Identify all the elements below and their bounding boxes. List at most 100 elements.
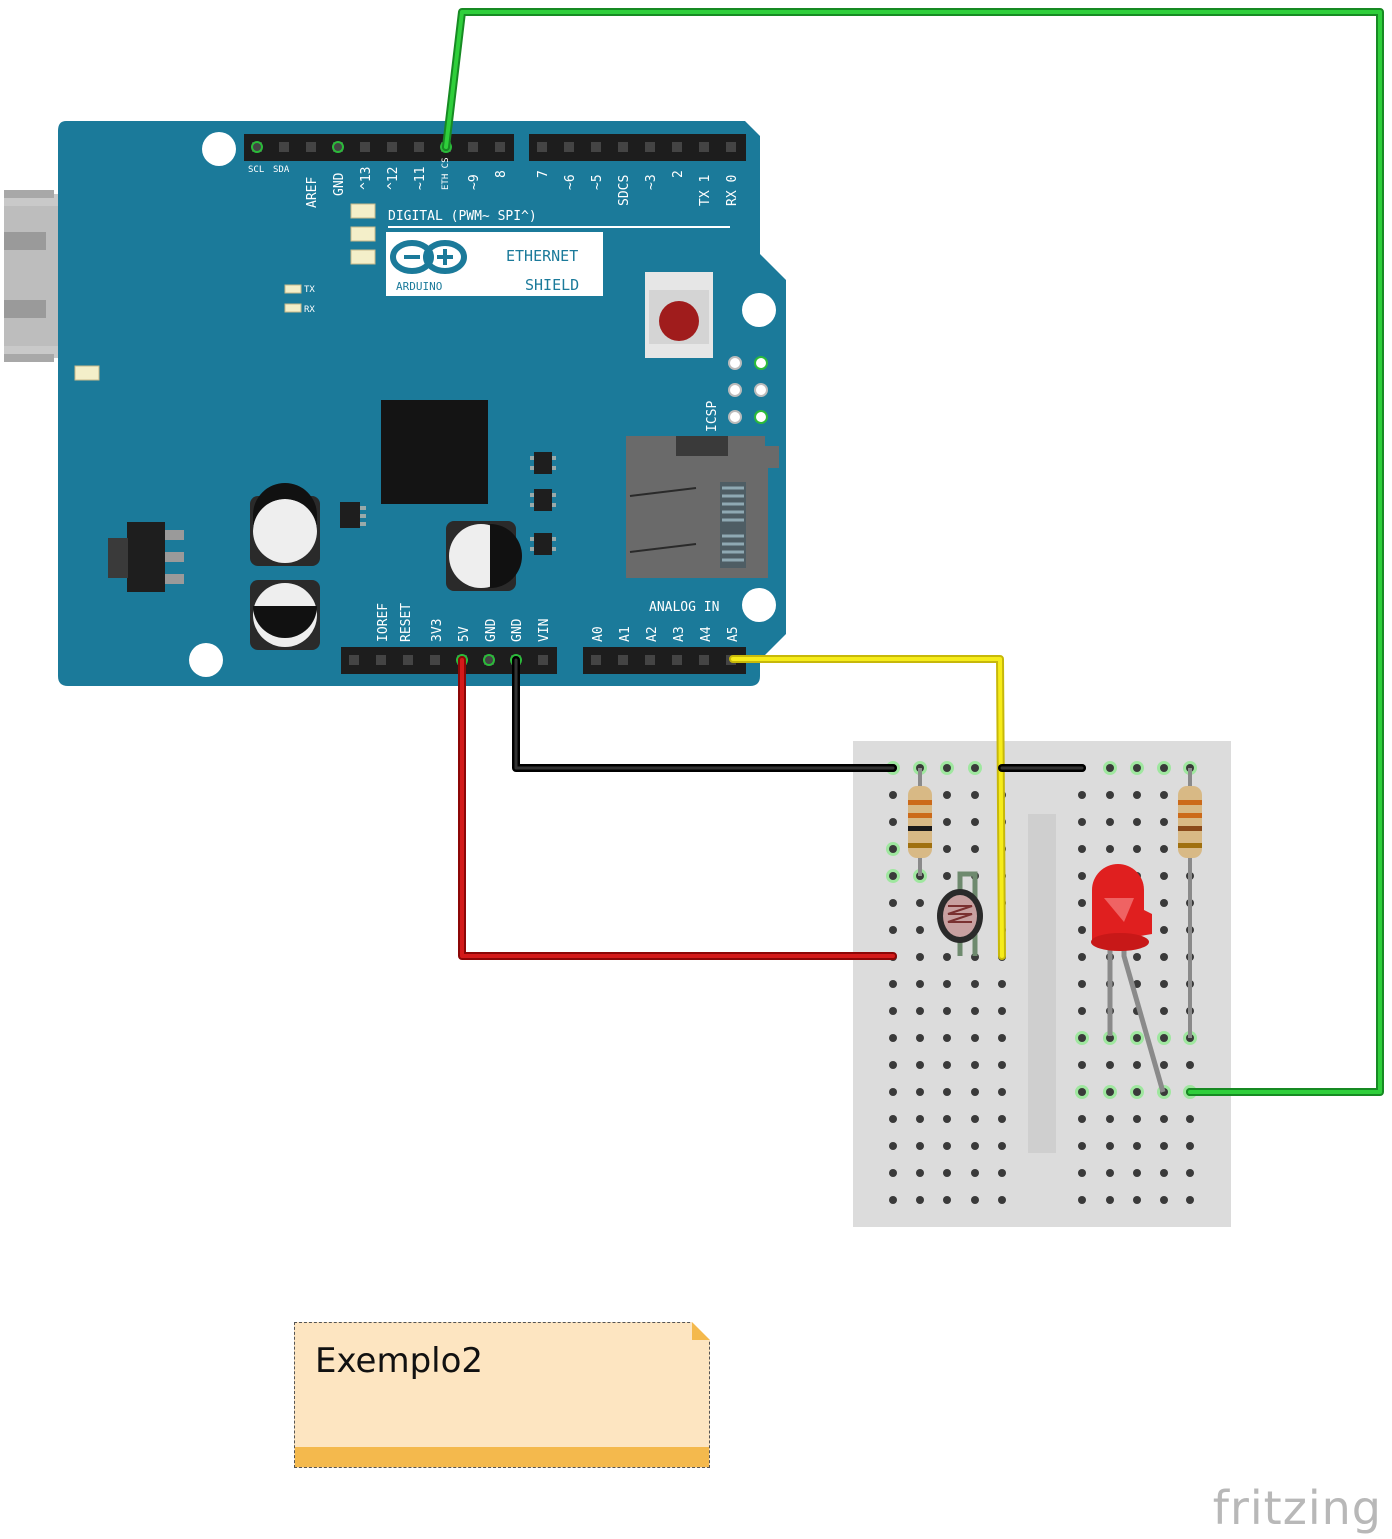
- breadboard-hole: [943, 845, 951, 853]
- breadboard-hole: [971, 1088, 979, 1096]
- breadboard-hole: [971, 845, 979, 853]
- breadboard-hole: [889, 1061, 897, 1069]
- breadboard-hole: [943, 1169, 951, 1177]
- breadboard-hole: [1078, 791, 1086, 799]
- breadboard-hole: [998, 1142, 1006, 1150]
- breadboard-hole: [971, 1169, 979, 1177]
- breadboard-hole: [943, 791, 951, 799]
- pin-label-a3: A3: [672, 626, 687, 642]
- top-header: [244, 134, 746, 161]
- breadboard-hole: [889, 980, 897, 988]
- breadboard-hole: [1078, 872, 1086, 880]
- resistor-left: [908, 768, 932, 876]
- digital-label: DIGITAL (PWM~ SPI^): [388, 209, 537, 224]
- pin-label-vin: VIN: [537, 619, 552, 642]
- breadboard-hole: [889, 1115, 897, 1123]
- breadboard-hole: [889, 1088, 897, 1096]
- breadboard-hole: [1106, 1061, 1114, 1069]
- sticky-note[interactable]: Exemplo2: [294, 1322, 710, 1468]
- photoresistor: [937, 871, 983, 956]
- pin-label-3v3: 3V3: [430, 619, 445, 642]
- breadboard-hole: [971, 1196, 979, 1204]
- mount-hole: [202, 132, 236, 166]
- pin-label-gnd-2: GND: [510, 618, 525, 642]
- breadboard-hole: [1160, 818, 1168, 826]
- breadboard-hole: [971, 818, 979, 826]
- analog-in-label: ANALOG IN: [649, 600, 719, 615]
- breadboard-hole: [916, 1115, 924, 1123]
- pin-label-scl: SCL: [248, 165, 264, 175]
- fritzing-logo: fritzing: [1212, 1481, 1382, 1535]
- breadboard-hole: [1133, 791, 1141, 799]
- breadboard-hole: [889, 1169, 897, 1177]
- pin-label-sda: SDA: [273, 165, 290, 175]
- breadboard-hole: [1078, 1142, 1086, 1150]
- breadboard-hole: [916, 953, 924, 961]
- breadboard-hole: [1160, 872, 1168, 880]
- breadboard-hole: [1133, 1115, 1141, 1123]
- breadboard-hole: [943, 1088, 951, 1096]
- breadboard-hole: [889, 1007, 897, 1015]
- capacitors: [250, 483, 522, 650]
- pin-label-7: 7: [536, 170, 551, 178]
- breadboard-hole: [1078, 1088, 1086, 1096]
- breadboard-hole: [998, 1196, 1006, 1204]
- breadboard-hole: [998, 1061, 1006, 1069]
- breadboard-hole: [889, 872, 897, 880]
- status-leds: [74, 203, 376, 381]
- breadboard-hole: [889, 899, 897, 907]
- breadboard-hole: [916, 899, 924, 907]
- pin-label-a4: A4: [699, 626, 714, 642]
- logo-ethernet-text: ETHERNET: [506, 247, 578, 265]
- breadboard-hole: [1160, 1007, 1168, 1015]
- pin-label-rx0: RX 0: [725, 175, 740, 206]
- breadboard-hole: [1160, 899, 1168, 907]
- breadboard-hole: [1160, 1034, 1168, 1042]
- pin-label-reset: RESET: [399, 603, 414, 642]
- breadboard-hole: [1160, 926, 1168, 934]
- breadboard-hole: [971, 1007, 979, 1015]
- breadboard-hole: [971, 980, 979, 988]
- breadboard-hole: [1078, 1169, 1086, 1177]
- sd-card-slot: [626, 436, 779, 578]
- breadboard-hole: [1078, 845, 1086, 853]
- breadboard-hole: [1078, 1196, 1086, 1204]
- pin-label-9: ~9: [467, 174, 482, 190]
- breadboard-hole: [1106, 818, 1114, 826]
- note-bar: [295, 1447, 709, 1467]
- breadboard-hole: [1160, 1169, 1168, 1177]
- pin-label-11: ~11: [413, 167, 428, 190]
- breadboard-hole: [971, 1034, 979, 1042]
- breadboard-hole: [943, 1061, 951, 1069]
- pin-label-5: ~5: [590, 174, 605, 190]
- breadboard-hole: [1106, 1088, 1114, 1096]
- breadboard-hole: [971, 791, 979, 799]
- breadboard-hole: [943, 953, 951, 961]
- breadboard-hole: [1078, 1007, 1086, 1015]
- note-fold: [692, 1322, 710, 1340]
- breadboard-hole: [916, 1142, 924, 1150]
- mount-hole: [742, 588, 776, 622]
- pin-label-a2: A2: [645, 626, 660, 642]
- pin-label-gnd: GND: [332, 172, 347, 196]
- icsp-header: [728, 356, 768, 424]
- breadboard-hole: [1106, 764, 1114, 772]
- breadboard-hole: [1106, 791, 1114, 799]
- resistor-right: [1178, 768, 1202, 1038]
- wires: [442, 8, 1384, 1096]
- breadboard-hole: [971, 1115, 979, 1123]
- red-led: [1091, 864, 1166, 1093]
- pin-label-sdcs: SDCS: [617, 175, 632, 206]
- pin-label-a0: A0: [591, 626, 606, 642]
- breadboard-hole: [998, 1169, 1006, 1177]
- breadboard-hole: [998, 1088, 1006, 1096]
- breadboard-hole: [1106, 1142, 1114, 1150]
- breadboard-hole: [943, 1115, 951, 1123]
- breadboard-hole: [943, 980, 951, 988]
- pin-label-12: ^12: [386, 167, 401, 190]
- breadboard-hole: [1160, 1115, 1168, 1123]
- breadboard-hole: [916, 980, 924, 988]
- breadboard-hole: [1133, 1169, 1141, 1177]
- breadboard-hole: [1106, 1169, 1114, 1177]
- breadboard-hole: [1106, 1196, 1114, 1204]
